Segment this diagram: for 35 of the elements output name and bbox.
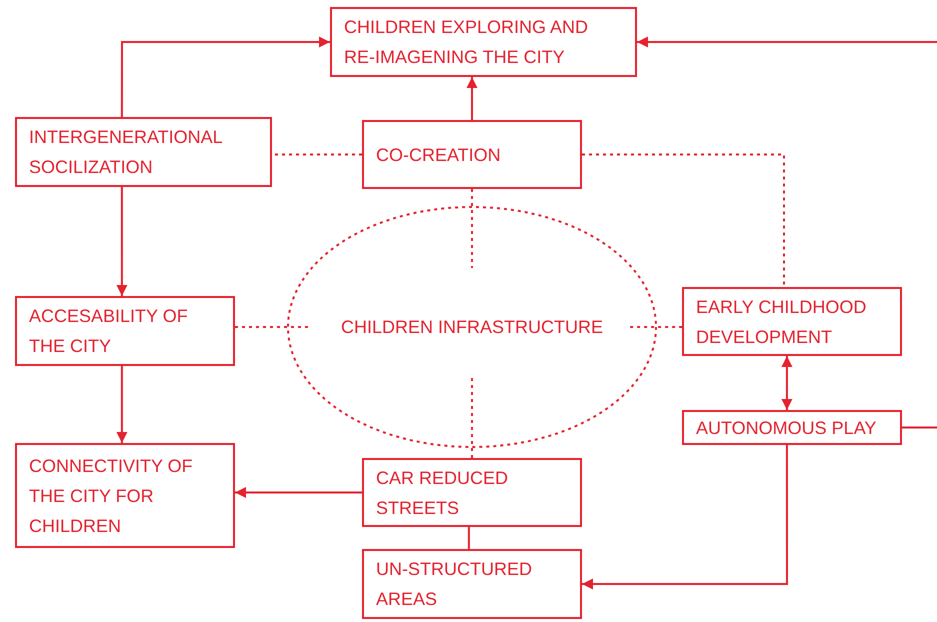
node-label: CONNECTIVITY OF THE CITY FOR CHILDREN bbox=[29, 454, 194, 538]
node-label: ACCESABILITY OF THE CITY bbox=[29, 305, 189, 358]
dotted-line bbox=[471, 189, 473, 268]
node-label: AUTONOMOUS PLAY bbox=[696, 416, 878, 440]
arrow bbox=[116, 187, 128, 296]
arrow bbox=[781, 356, 792, 410]
arrow bbox=[120, 36, 330, 117]
dotted-line bbox=[582, 154, 785, 287]
arrow bbox=[582, 445, 788, 590]
dotted-line bbox=[272, 154, 362, 156]
node-label: CO-CREATION bbox=[376, 144, 502, 166]
node-label: INTERGENERATIONAL SOCILIZATION bbox=[29, 126, 224, 179]
dotted-line bbox=[471, 378, 473, 458]
node-label: CAR REDUCED STREETS bbox=[376, 466, 510, 520]
arrow bbox=[466, 77, 478, 120]
arrow bbox=[116, 366, 128, 443]
node-label: CHILDREN INFRASTRUCTURE bbox=[340, 316, 604, 338]
process-box bbox=[362, 458, 582, 527]
process-box bbox=[362, 120, 582, 189]
node-label: EARLY CHILDHOOD DEVELOPMENT bbox=[696, 296, 868, 348]
connector-line bbox=[902, 426, 937, 428]
node-label: CHILDREN EXPLORING AND RE-IMAGENING THE CITY bbox=[344, 16, 590, 69]
process-box bbox=[362, 549, 582, 619]
connector-line bbox=[468, 527, 470, 549]
process-box bbox=[15, 117, 272, 187]
process-box bbox=[15, 443, 235, 548]
dotted-line bbox=[235, 326, 308, 328]
arrow bbox=[637, 36, 937, 48]
node-label: UN-STRUCTURED AREAS bbox=[376, 558, 533, 611]
process-box bbox=[682, 410, 902, 445]
arrow bbox=[235, 486, 362, 498]
process-box bbox=[682, 287, 902, 356]
dotted-line bbox=[630, 326, 682, 328]
process-box bbox=[15, 296, 235, 366]
process-box bbox=[330, 7, 637, 77]
